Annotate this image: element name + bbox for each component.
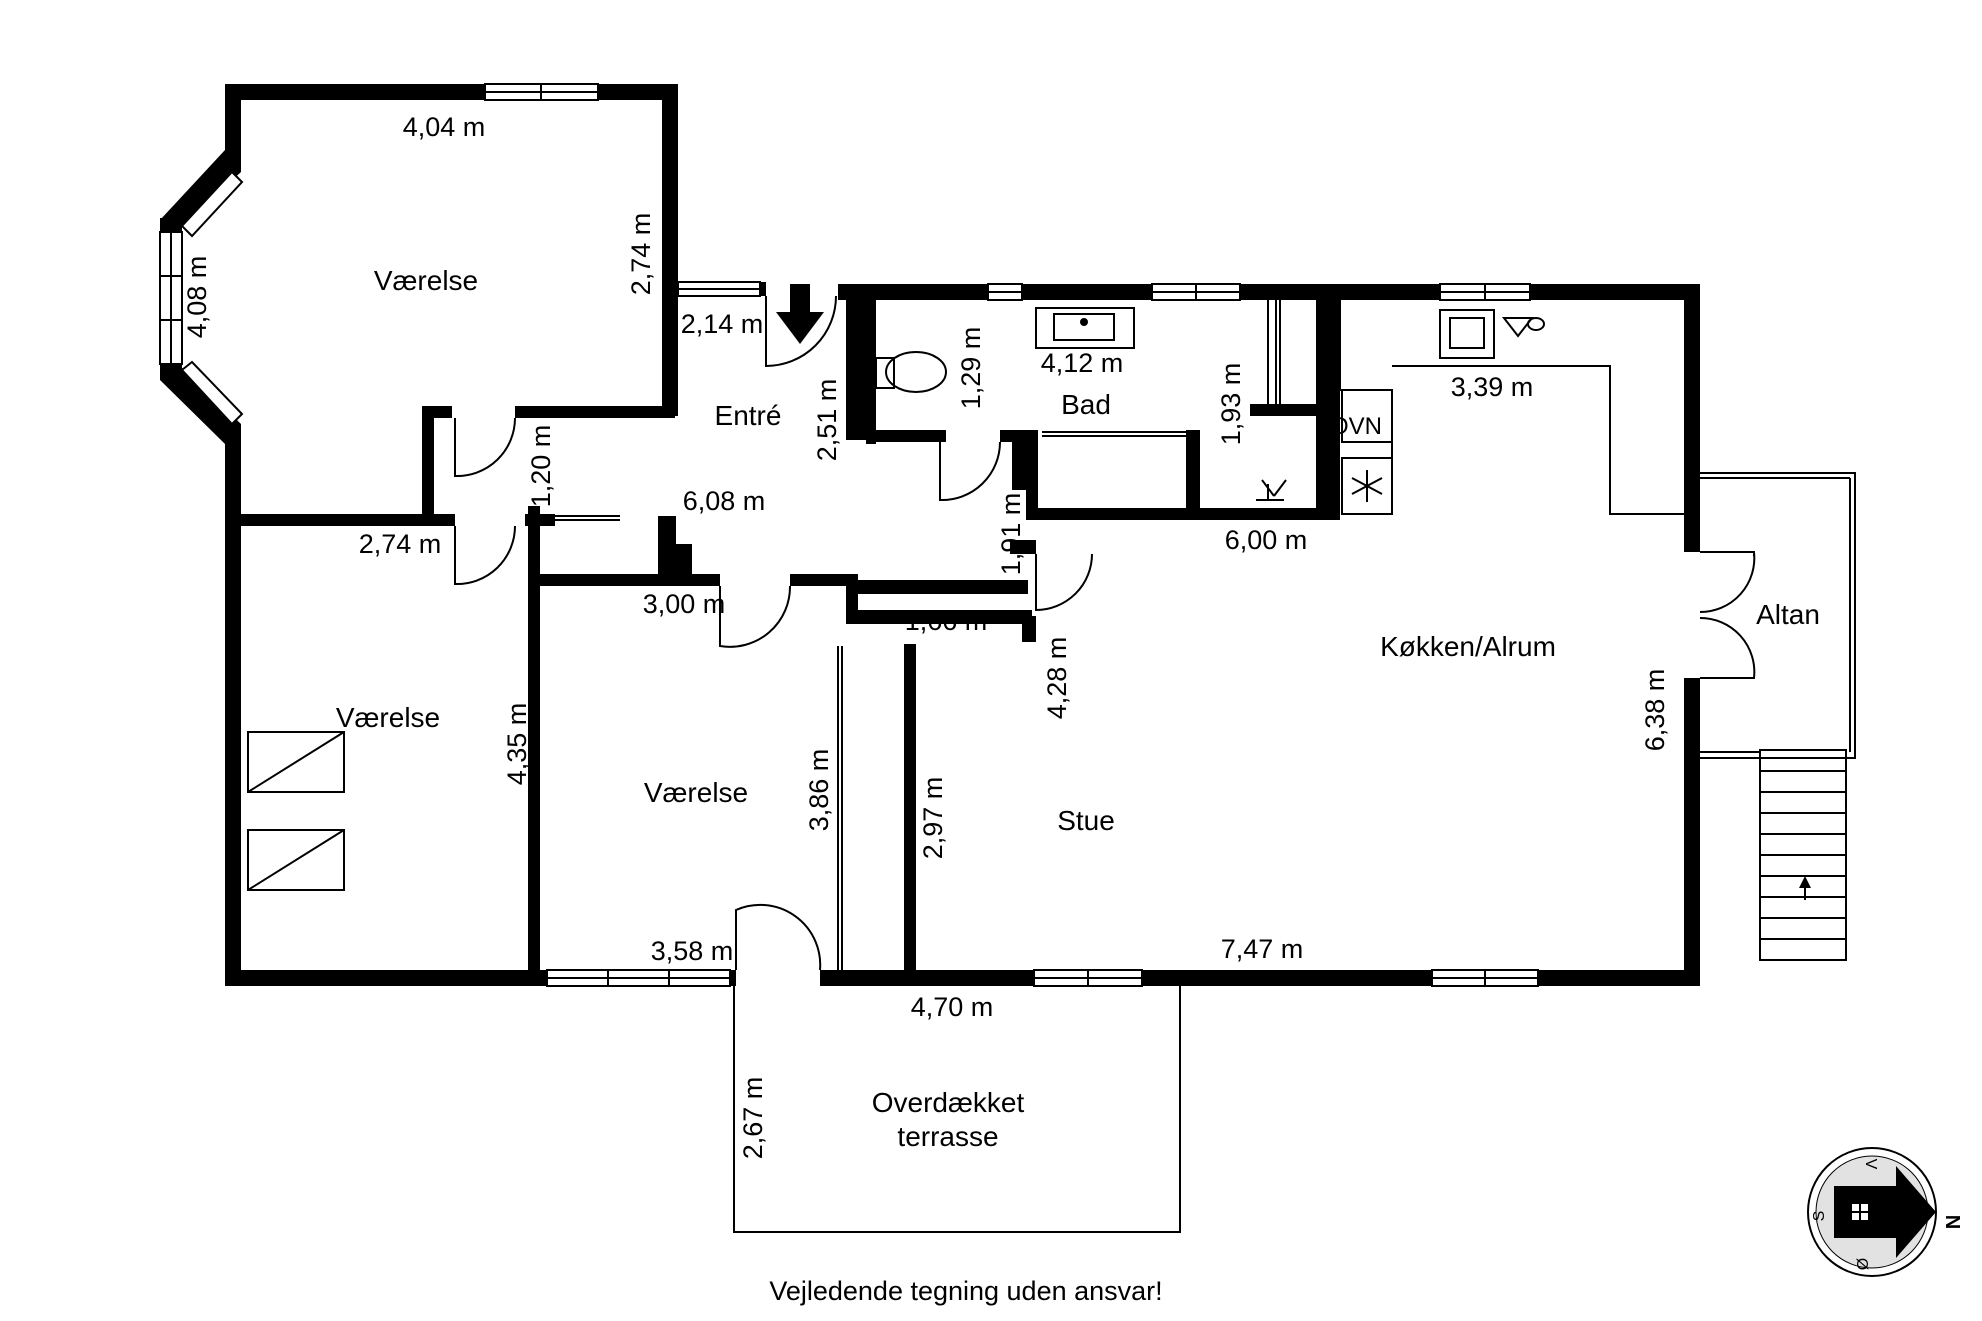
compass: N S V Ø xyxy=(1807,1147,1963,1277)
room-label-altan: Altan xyxy=(1756,599,1820,630)
entrance-arrow-icon xyxy=(776,284,824,344)
oven-label: OVN xyxy=(1330,413,1382,440)
beds xyxy=(247,731,345,891)
dim-251: 2,51 m xyxy=(812,379,842,462)
dim-191: 1,91 m xyxy=(996,493,1026,576)
dim-300: 3,00 m xyxy=(643,589,726,619)
dim-274-left: 2,74 m xyxy=(359,529,442,559)
dim-638: 6,38 m xyxy=(1640,669,1670,752)
dim-412: 4,12 m xyxy=(1041,348,1124,378)
room-label-vaerelse-left: Værelse xyxy=(336,702,440,733)
dim-428: 4,28 m xyxy=(1042,637,1072,720)
dim-435: 4,35 m xyxy=(502,703,532,786)
dim-297: 2,97 m xyxy=(918,777,948,860)
walls xyxy=(160,84,1700,986)
dim-358: 3,58 m xyxy=(651,936,734,966)
floor-drain-icon xyxy=(1256,479,1287,501)
dim-267: 2,67 m xyxy=(738,1077,768,1160)
dim-608: 6,08 m xyxy=(683,486,766,516)
room-label-kokken: Køkken/Alrum xyxy=(1380,631,1556,662)
room-label-entre: Entré xyxy=(715,400,782,431)
dim-214: 2,14 m xyxy=(681,309,764,339)
dim-166: 1,66 m xyxy=(905,606,988,636)
dim-339: 3,39 m xyxy=(1451,372,1534,402)
stairs-arrow-icon xyxy=(1799,876,1811,888)
altan-outline xyxy=(1696,472,1856,759)
dim-404: 4,04 m xyxy=(403,112,486,142)
dim-274-top: 2,74 m xyxy=(626,213,656,296)
terrace-outline xyxy=(733,983,1181,1233)
doors xyxy=(454,295,1756,971)
compass-arrow-icon xyxy=(1896,1166,1936,1258)
bathroom-fixtures xyxy=(875,300,1269,404)
dim-120: 1,20 m xyxy=(526,425,556,508)
kitchen-counter xyxy=(1339,300,1684,515)
compass-s: S xyxy=(1811,1211,1828,1222)
compass-o: Ø xyxy=(1855,1258,1872,1270)
dim-386: 3,86 m xyxy=(804,749,834,832)
dim-129: 1,29 m xyxy=(956,327,986,410)
freezer-icon xyxy=(1351,470,1383,502)
room-label-terrasse-2: terrasse xyxy=(897,1121,998,1152)
compass-v: V xyxy=(1862,1159,1879,1170)
dim-470: 4,70 m xyxy=(911,992,994,1022)
disclaimer-text: Vejledende tegning uden ansvar! xyxy=(769,1276,1162,1306)
dim-600: 6,00 m xyxy=(1225,525,1308,555)
dim-408: 4,08 m xyxy=(182,256,212,339)
room-label-vaerelse-middle: Værelse xyxy=(644,777,748,808)
room-label-stue: Stue xyxy=(1057,805,1115,836)
stairs xyxy=(1759,749,1847,961)
dim-193: 1,93 m xyxy=(1216,363,1246,446)
room-label-bad: Bad xyxy=(1061,389,1111,420)
room-label-vaerelse-top: Værelse xyxy=(374,265,478,296)
compass-n: N xyxy=(1941,1215,1963,1229)
room-label-terrasse-1: Overdækket xyxy=(872,1087,1025,1118)
sliding-doors xyxy=(555,300,1281,970)
windows xyxy=(159,83,1539,987)
dim-747: 7,47 m xyxy=(1221,934,1304,964)
